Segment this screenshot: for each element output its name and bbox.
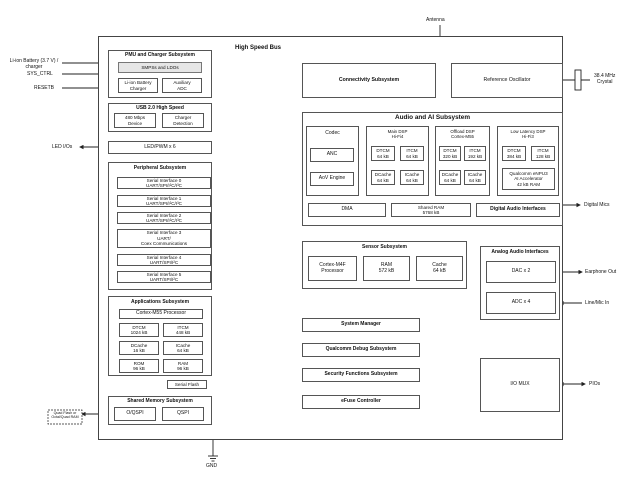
charger-detection: Charger Detection [162, 113, 204, 128]
dac: DAC x 2 [486, 261, 556, 283]
led-pwm: LED/PWM x 6 [108, 141, 212, 154]
apps-ram: RAM 96 kB [163, 359, 203, 373]
main-icache: ICache 64 kB [400, 170, 424, 185]
main-itcm: ITCM 64 kB [400, 146, 424, 161]
cortex-m55-processor: Cortex-M55 Processor [119, 309, 203, 319]
off-itcm: ITCM 192 kB [464, 146, 486, 161]
shared-ram: Shared RAM 5768 kB [391, 203, 471, 217]
pmu-title: PMU and Charger Subsystem [124, 52, 196, 58]
main-dcache: DCache 64 kB [371, 170, 395, 185]
peripheral-title: Peripheral Subsystem [133, 165, 187, 171]
apps-icache: ICache 64 kB [163, 341, 203, 355]
resetb-label: RESETB [34, 85, 55, 91]
earphone-out-label: Earphone Out [585, 269, 617, 275]
sensor-ram: RAM 572 kB [363, 256, 410, 281]
digital-mics-label: Digital Mics [584, 202, 610, 208]
efuse-controller: eFuse Controller [302, 395, 420, 409]
antenna-label: Antenna [426, 17, 445, 23]
usb-title: USB 2.0 High Speed [136, 105, 184, 111]
audio-title: Audio and AI Subsystem [394, 114, 471, 121]
led-ios-label: LED I/Os [52, 144, 73, 150]
sensor-title: Sensor Subsystem [361, 244, 408, 250]
main-dtcm: DTCM 64 kB [371, 146, 395, 161]
ll-dtcm: DTCM 384 kB [502, 146, 526, 161]
apps-rom: ROM 96 kB [119, 359, 159, 373]
codec-title: Codec [325, 130, 340, 136]
gnd-label: GND [206, 463, 218, 469]
aov-engine: AoV Engine [310, 172, 354, 186]
serial-flash: Serial Flash [167, 380, 207, 389]
ai-accelerator: Qualcomm eNPU3 AI Accelerator 42 kB RAM [502, 168, 555, 190]
battery-label: Li-ion Battery (3.7 V) / charger [9, 58, 59, 70]
apps-dtcm: DTCM 1024 kB [119, 323, 159, 337]
cortex-m4f-processor: Cortex-M4F Processor [308, 256, 357, 281]
apps-title: Applications Subsystem [130, 299, 190, 305]
serial-interface-2: Serial Interface 2 UART/SPI/I²C/I³C [117, 212, 211, 224]
crystal-label: 38.4 MHz Crystal [594, 73, 616, 85]
off-icache: ICache 64 kB [464, 170, 486, 185]
connectivity-subsystem: Connectivity Subsystem [302, 63, 436, 98]
smps-ldos: SMPSs and LDOs [118, 62, 202, 73]
security-functions-subsystem: Security Functions Subsystem [302, 368, 420, 382]
qualcomm-debug-subsystem: Qualcomm Debug Subsystem [302, 343, 420, 357]
qspi: QSPI [162, 407, 204, 421]
off-dcache: DCache 64 kB [439, 170, 461, 185]
system-manager: System Manager [302, 318, 420, 332]
bus-title: High Speed Bus [234, 45, 281, 51]
dma: DMA [308, 203, 386, 217]
flash-ram-box [47, 409, 83, 425]
analog-title: Analog Audio Interfaces [491, 249, 549, 255]
serial-interface-1: Serial Interface 1 UART/SPI/I²C/I³C [117, 195, 211, 207]
ll-itcm: ITCM 128 kB [531, 146, 555, 161]
ll-dsp-title: Low Latency DSP Hi-Fi3 [510, 129, 546, 139]
main-dsp-title: Main DSP Hi-Fi4 [387, 129, 408, 139]
serial-interface-4: Serial Interface 4 UART/SPI/I²C [117, 254, 211, 266]
serial-interface-5: Serial Interface 5 UART/SPI/I²C [117, 271, 211, 283]
sensor-cache: Cache 64 kB [416, 256, 463, 281]
off-dtcm: DTCM 320 kB [439, 146, 461, 161]
flash-ram-label: Quad Flash or Octal/Quad RAM [51, 411, 79, 420]
oqspi: O/QSPI [114, 407, 156, 421]
adc: ADC x 4 [486, 292, 556, 314]
usb-device: 480 Mbps Device [114, 113, 156, 128]
auxiliary-adc: Auxiliary ADC [162, 78, 202, 93]
anc: ANC [310, 148, 354, 162]
digital-audio-interfaces: Digital Audio Interfaces [476, 203, 560, 217]
io-mux: I/O MUX [480, 358, 560, 412]
line-mic-in-label: Line/Mic In [585, 300, 610, 306]
apps-dcache: DCache 16 kB [119, 341, 159, 355]
shared-memory-title: Shared Memory Subsystem [127, 398, 193, 404]
reference-oscillator: Reference Oscillator [451, 63, 563, 98]
pios-label: PIOs [589, 381, 601, 387]
offload-dsp-title: Offload DSP Cortex-M55 [450, 129, 475, 139]
battery-charger: Li-ion Battery Charger [118, 78, 158, 93]
serial-interface-0: Serial Interface 0 UART/SPI/I²C/I³C [117, 177, 211, 189]
serial-interface-3: Serial Interface 3 UART/ Coex Communicat… [117, 229, 211, 248]
sysctrl-label: SYS_CTRL [27, 71, 53, 77]
apps-itcm: ITCM 448 kB [163, 323, 203, 337]
